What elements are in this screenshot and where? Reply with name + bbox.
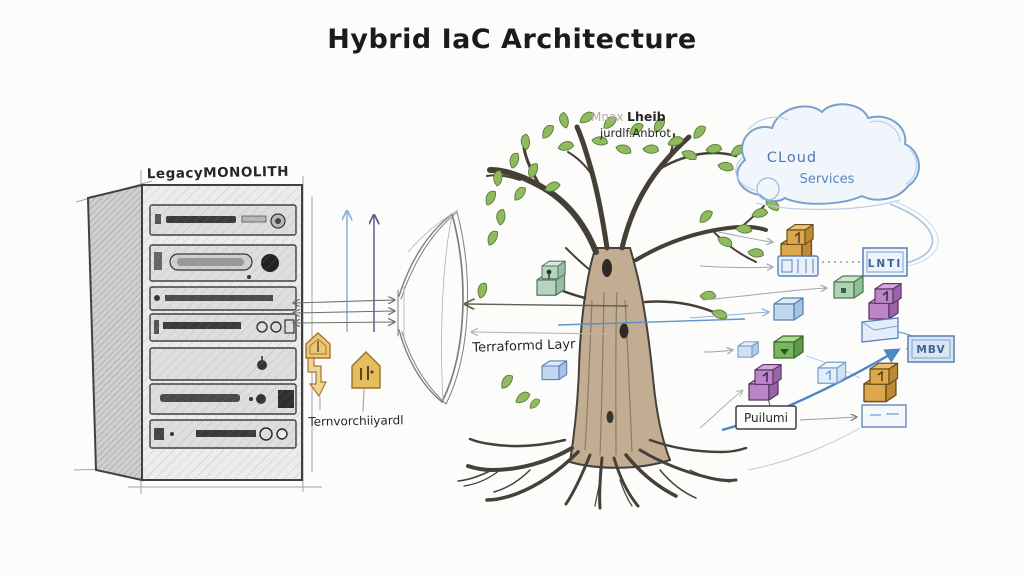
blue-cube-icon [541, 360, 568, 381]
tree-note-sub: jurdlf.Anbrot [599, 126, 671, 140]
pulumi-label: Puilumi [744, 411, 788, 425]
mbv-box: MBV [907, 335, 955, 363]
funnel-icon [397, 209, 469, 405]
blue-cube-mark [825, 369, 831, 380]
green-cube-mark [841, 288, 846, 293]
tree-note-faint: Mnax [591, 110, 623, 124]
lnti-label: LNTI [868, 258, 903, 270]
cloud-icon: CLoud Services [735, 103, 939, 267]
package-icon [305, 332, 331, 410]
page-title: Hybrid IaC Architecture [327, 24, 696, 55]
service-connectors [689, 231, 917, 471]
cloud-label-line2: Services [800, 172, 855, 187]
knot-hole [602, 259, 612, 277]
blue-cube-icon [773, 297, 804, 321]
module-icon [351, 351, 381, 413]
tree-icon: Mnax Lheib jurdlf.Anbrot [457, 109, 782, 510]
blue-note-box [861, 404, 907, 428]
green-cube-icon [833, 275, 864, 299]
purple-cube-icon [868, 283, 902, 320]
bidirectional-arrows [294, 300, 394, 323]
server-rack-icon: LegacyMONOLITH [73, 164, 322, 494]
purple-cube-icon [748, 364, 782, 401]
blue-tray-icon [861, 317, 899, 343]
pulumi-box: Puilumi [735, 397, 797, 430]
migration-arrows: Ternvorchiiyardl [294, 212, 404, 429]
terraform-layer-arrows: Terraformd Layr [466, 304, 629, 356]
terraformify-label: Ternvorchiiyardl [307, 413, 403, 429]
teal-connector-line [557, 318, 746, 326]
tree-note-main: Lheib [627, 109, 666, 124]
lnti-box: LNTI [862, 247, 908, 277]
mbv-label: MBV [916, 344, 945, 356]
green-cube-icon [773, 335, 804, 359]
legacy-monolith-label: LegacyMONOLITH [147, 164, 289, 182]
orange-cube-icon [780, 224, 814, 262]
blue-cube-icon [737, 341, 759, 358]
knot-hole [606, 411, 614, 423]
green-cube-icon [536, 260, 566, 296]
orange-cube-icon [863, 362, 899, 403]
cloud-label-line1: CLoud [767, 150, 817, 166]
terraform-layer-label: Terraformd Layr [471, 337, 576, 356]
knot-hole [619, 323, 629, 339]
blue-server-icon [777, 255, 819, 277]
blue-cube-icon [817, 361, 847, 384]
